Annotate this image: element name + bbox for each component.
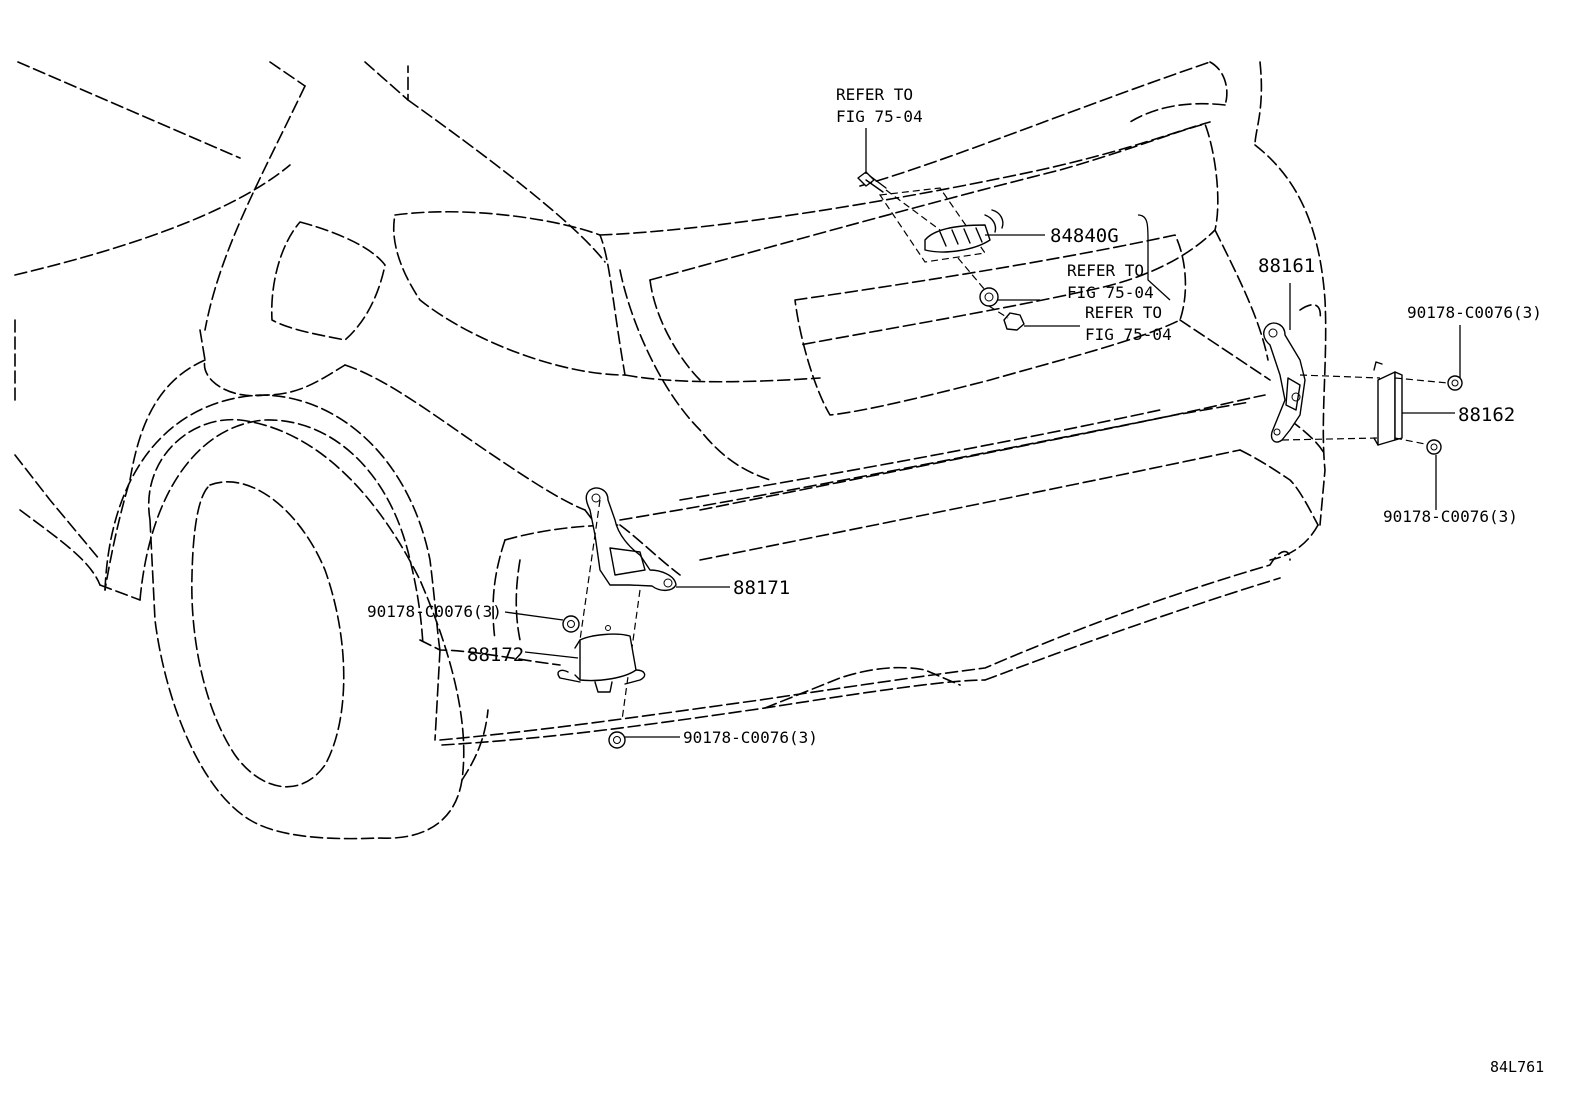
refer-low-line1: REFER TO (1085, 303, 1162, 322)
label-88171: 88171 (733, 577, 790, 599)
nut-84840g (988, 305, 1025, 331)
part-84840g-switch (878, 187, 1004, 291)
nut-right-bottom (1426, 439, 1442, 455)
part-88171-bracket (579, 487, 677, 721)
leader-lines (504, 128, 1461, 738)
refer-mid-line2: FIG 75-04 (1067, 283, 1154, 302)
nut-left-top (562, 615, 580, 633)
nut-right-top (1447, 375, 1463, 391)
part-88161-bracket (1263, 322, 1306, 443)
refer-mid-line1: REFER TO (1067, 261, 1144, 280)
label-bolt-left-top: 90178-C0076(3) (367, 602, 502, 621)
label-88161: 88161 (1258, 255, 1315, 277)
label-bolt-right-bottom: 90178-C0076(3) (1383, 507, 1518, 526)
refer-low-line2: FIG 75-04 (1085, 325, 1172, 344)
label-88162: 88162 (1458, 404, 1515, 426)
top-mount-bolt (857, 171, 941, 231)
vehicle-phantom-outline (14, 61, 1327, 840)
figure-code: 84L761 (1490, 1058, 1544, 1076)
label-bolt-right-top: 90178-C0076(3) (1407, 303, 1542, 322)
part-88172-sensor (557, 625, 646, 693)
nut-left-bottom (608, 731, 626, 749)
refer-top-line2: FIG 75-04 (836, 107, 923, 126)
label-88172: 88172 (467, 644, 524, 666)
part-88162-sensor (1281, 361, 1449, 446)
refer-top-line1: REFER TO (836, 85, 913, 104)
label-84840g: 84840G (1050, 225, 1119, 247)
clip-84840g (979, 287, 999, 307)
label-bolt-left-bottom: 90178-C0076(3) (683, 728, 818, 747)
